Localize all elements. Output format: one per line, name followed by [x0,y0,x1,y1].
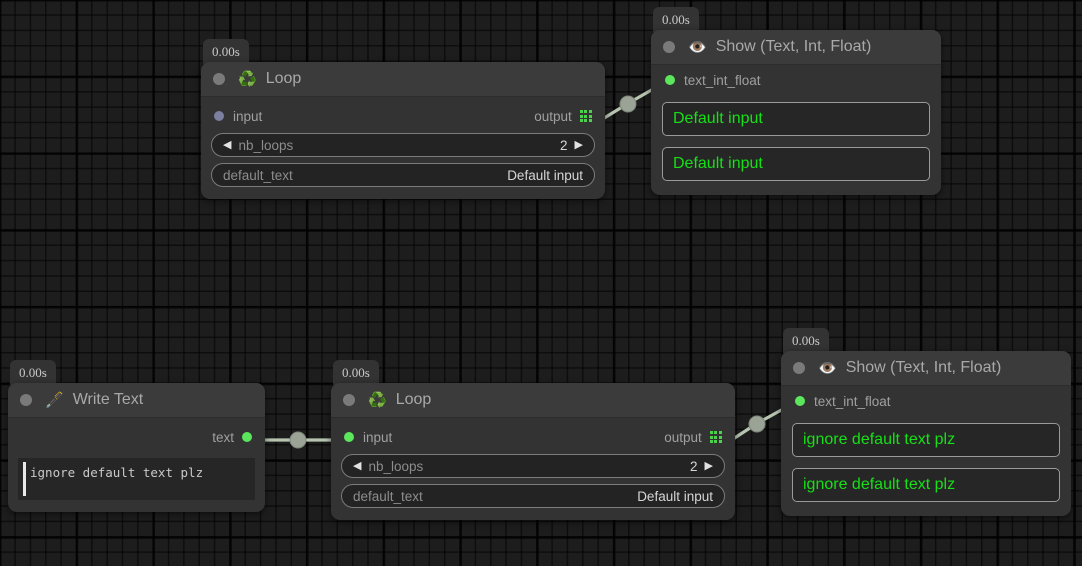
field-label: default_text [223,167,293,183]
output-value-box: Default input [662,147,930,181]
field-nb-loops[interactable]: ◀ nb_loops 2 ▶ [341,454,725,478]
wire-handle[interactable] [619,95,637,113]
eye-icon: 👁️ [688,38,707,56]
input-port-dot[interactable] [795,396,805,406]
field-value: 2 [560,137,568,153]
node-loop-bottom[interactable]: ♻️ Loop input output ◀ nb_loops 2 ▶ d [331,383,735,520]
output-port-label: output [664,429,702,445]
node-title: Show (Text, Int, Float) [715,38,872,55]
node-write-text[interactable]: 🖋️ Write Text text ignore default text p… [8,383,265,512]
node-show-top[interactable]: 👁️ Show (Text, Int, Float) text_int_floa… [651,30,941,195]
field-default-text[interactable]: default_text Default input [341,484,725,508]
output-value-box: Default input [662,102,930,136]
node-header-loop-bottom[interactable]: ♻️ Loop [331,383,735,418]
pen-icon: 🖋️ [45,391,64,409]
input-port-dot[interactable] [344,432,354,442]
text-input-area[interactable]: ignore default text plz [18,458,255,500]
node-title: Loop [395,391,432,408]
time-badge-loop-bottom: 0.00s [333,360,379,385]
node-show-bottom[interactable]: 👁️ Show (Text, Int, Float) text_int_floa… [781,351,1071,516]
port-row: text_int_float [662,69,930,91]
wire-loop-top-to-show-top [600,86,656,122]
text-input-value: ignore default text plz [30,465,204,480]
node-header-loop-top[interactable]: ♻️ Loop [201,62,605,97]
field-label: nb_loops [238,137,294,153]
status-dot[interactable] [343,394,355,406]
output-value-text: Default input [673,110,763,127]
status-dot[interactable] [793,362,805,374]
field-value: Default input [507,167,583,183]
time-badge-show-bottom: 0.00s [783,328,829,353]
input-port-dot[interactable] [214,111,224,121]
node-body-write-text: text ignore default text plz [8,418,265,512]
input-port-dot[interactable] [665,75,675,85]
stepper-increment-icon[interactable]: ▶ [574,138,583,151]
output-value-text: ignore default text plz [803,431,956,448]
text-caret [23,462,26,496]
node-body-loop-bottom: input output ◀ nb_loops 2 ▶ default_text… [331,418,735,520]
node-header-show-top[interactable]: 👁️ Show (Text, Int, Float) [651,30,941,65]
field-value: Default input [637,488,713,504]
output-port-label: output [534,108,572,124]
field-value: 2 [690,458,698,474]
node-loop-top[interactable]: ♻️ Loop input output ◀ nb_loops 2 ▶ d [201,62,605,199]
status-dot[interactable] [20,394,32,406]
output-port-label: text [212,429,234,445]
port-row: input output [211,105,595,127]
input-port-label: input [233,108,263,124]
stepper-decrement-icon[interactable]: ◀ [223,138,232,151]
node-body-show-bottom: text_int_float ignore default text plz i… [781,386,1071,516]
node-header-write-text[interactable]: 🖋️ Write Text [8,383,265,418]
status-dot[interactable] [213,73,225,85]
output-value-box: ignore default text plz [792,423,1060,457]
status-dot[interactable] [663,41,675,53]
eye-icon: 👁️ [818,359,837,377]
wire-loop-bottom-to-show-bottom [729,406,786,443]
output-value-box: ignore default text plz [792,468,1060,502]
wire-handle[interactable] [748,415,766,433]
input-port-label: text_int_float [684,72,761,88]
recycle-icon: ♻️ [368,391,387,409]
node-body-loop-top: input output ◀ nb_loops 2 ▶ default_text… [201,97,605,199]
node-title: Loop [265,70,302,87]
node-header-show-bottom[interactable]: 👁️ Show (Text, Int, Float) [781,351,1071,386]
node-title: Write Text [72,391,144,408]
stepper-increment-icon[interactable]: ▶ [704,459,713,472]
input-port-label: input [363,429,393,445]
output-port-dot[interactable] [242,432,252,442]
time-badge-write-text: 0.00s [10,360,56,385]
port-row: text_int_float [792,390,1060,412]
wire-handle[interactable] [289,431,307,449]
stepper-decrement-icon[interactable]: ◀ [353,459,362,472]
port-row: text [18,426,255,448]
output-value-text: ignore default text plz [803,476,956,493]
field-nb-loops[interactable]: ◀ nb_loops 2 ▶ [211,133,595,157]
output-value-text: Default input [673,155,763,172]
list-grid-icon[interactable] [579,109,592,123]
recycle-icon: ♻️ [238,70,257,88]
field-label: nb_loops [368,458,424,474]
field-default-text[interactable]: default_text Default input [211,163,595,187]
list-grid-icon[interactable] [709,430,722,444]
node-body-show-top: text_int_float Default input Default inp… [651,65,941,195]
time-badge-show-top: 0.00s [653,7,699,32]
time-badge-loop-top: 0.00s [203,39,249,64]
node-title: Show (Text, Int, Float) [845,359,1002,376]
field-label: default_text [353,488,423,504]
input-port-label: text_int_float [814,393,891,409]
port-row: input output [341,426,725,448]
